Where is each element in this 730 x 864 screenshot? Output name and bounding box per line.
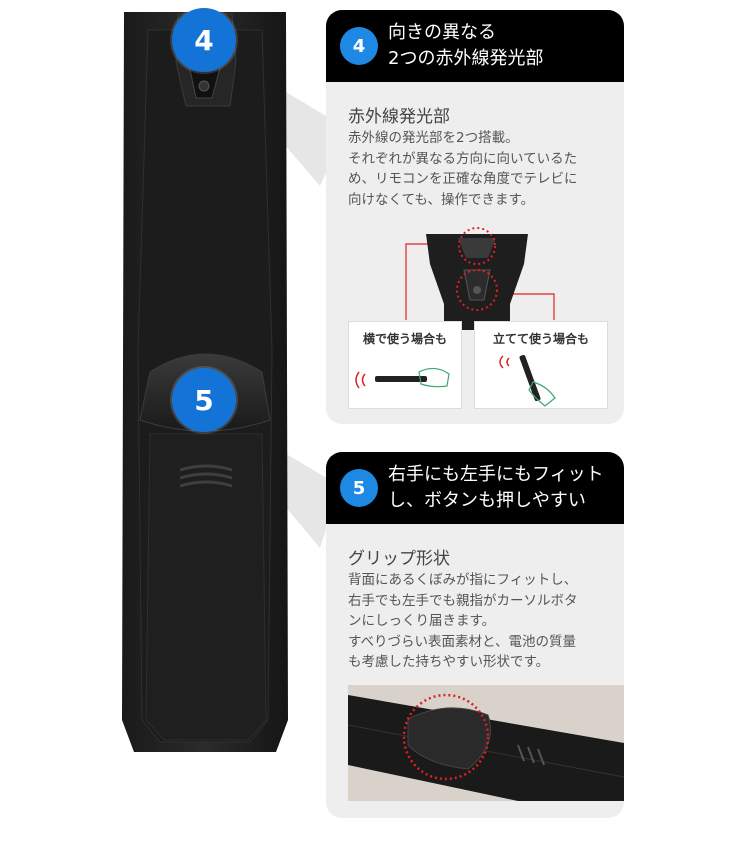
card-5-heading-line2: し、ボタンも押しやすい — [388, 490, 586, 511]
card-5-subheading: グリップ形状 — [348, 549, 450, 569]
card-5-badge-number: 5 — [352, 477, 366, 499]
card-5-badge: 5 — [340, 469, 378, 507]
card-5-body-line: ンにしっくり届きます。 — [348, 613, 496, 629]
card-5-heading: 右手にも左手にもフィット し、ボタンも押しやすい — [388, 462, 604, 514]
card-4-body-line: め、リモコンを正確な角度でテレビに — [348, 171, 578, 187]
card-4-subheading: 赤外線発光部 — [348, 107, 450, 127]
card-4-heading-line1: 向きの異なる — [388, 22, 496, 43]
card-5-body-line: も考慮した持ちやすい形状です。 — [348, 654, 550, 670]
card-5-header: 5 右手にも左手にもフィット し、ボタンも押しやすい — [326, 452, 624, 524]
card-4-body: 赤外線の発光部を2つ搭載。 それぞれが異なる方向に向いているた め、リモコンを正… — [348, 128, 578, 210]
photo-horizontal-label: 横で使う場合も — [362, 332, 447, 346]
badge-5-number: 5 — [194, 383, 214, 417]
photo-horizontal-use: 横で使う場合も — [348, 321, 462, 409]
card-4-badge: 4 — [340, 27, 378, 65]
feature-card-4: 4 向きの異なる 2つの赤外線発光部 赤外線発光部 赤外線の発光部を2つ搭載。 … — [326, 10, 624, 424]
badge-4-number: 4 — [194, 23, 214, 57]
grip-photo — [348, 685, 624, 801]
card-5-body-line: 背面にあるくぼみが指にフィットし、 — [348, 572, 578, 588]
card-4-badge-number: 4 — [352, 35, 366, 57]
card-5-body-line: 右手でも左手でも親指がカーソルボタ — [348, 592, 578, 609]
emitter-highlight-front — [456, 269, 498, 311]
card-5-heading-line1: 右手にも左手にもフィット — [388, 464, 604, 485]
grip-highlight — [402, 693, 490, 781]
card-4-body-line: 向けなくても、操作できます。 — [348, 191, 535, 208]
card-4-heading: 向きの異なる 2つの赤外線発光部 — [388, 20, 543, 72]
card-4-body-line: 赤外線の発光部を2つ搭載。 — [348, 130, 519, 146]
battery-door — [145, 433, 267, 741]
card-4-body-line: それぞれが異なる方向に向いているた — [348, 150, 578, 167]
emitter-highlight-top — [458, 227, 496, 265]
photo-vertical-label: 立てて使う場合も — [492, 332, 589, 346]
badge-4: 4 — [172, 8, 236, 72]
badge-5: 5 — [172, 368, 236, 432]
card-5-body: 背面にあるくぼみが指にフィットし、 右手でも左手でも親指がカーソルボタ ンにしっ… — [348, 570, 578, 673]
photo-vertical-use: 立てて使う場合も — [474, 321, 608, 409]
feature-card-5: 5 右手にも左手にもフィット し、ボタンも押しやすい グリップ形状 背面にあるく… — [326, 452, 624, 818]
card-4-heading-line2: 2つの赤外線発光部 — [388, 48, 544, 69]
ir-emitter-diagram — [405, 227, 555, 330]
card-5-body-line: すべりづらい表面素材と、電池の質量 — [348, 633, 577, 650]
card-4-header: 4 向きの異なる 2つの赤外線発光部 — [326, 10, 624, 82]
